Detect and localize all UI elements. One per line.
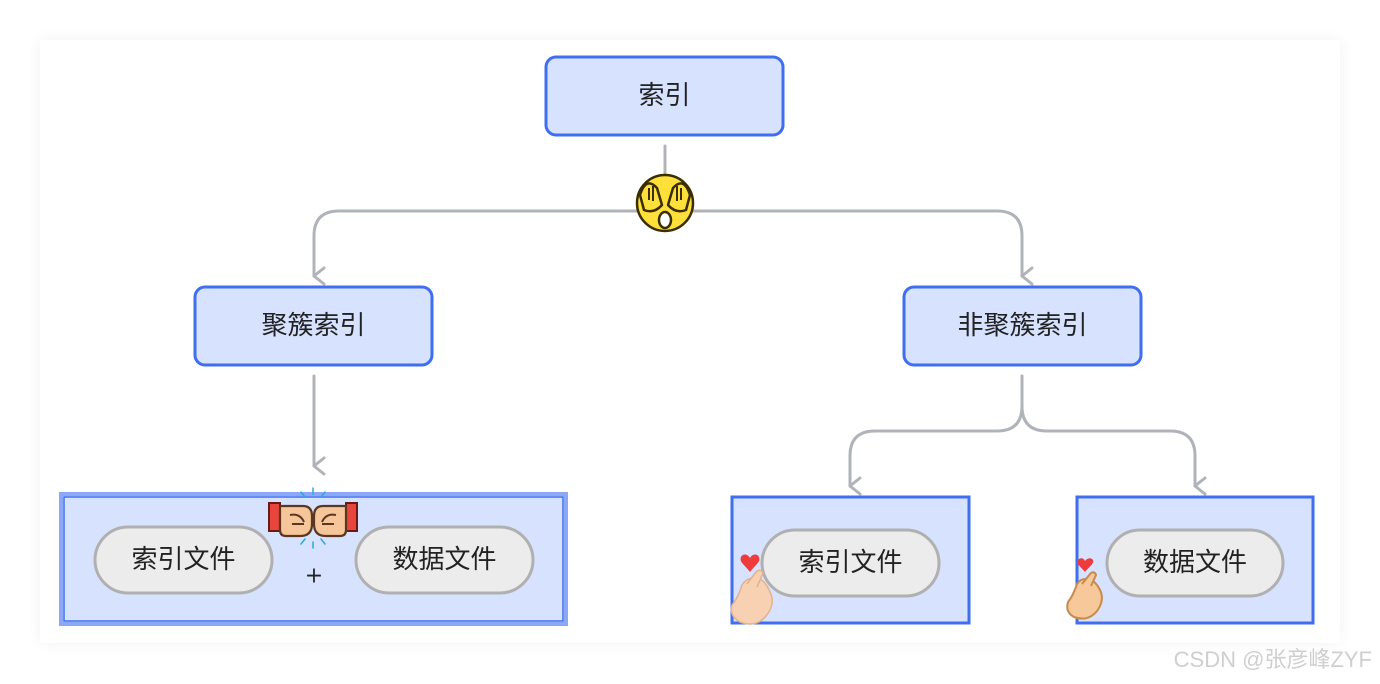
pill-clustered-data-file: 数据文件 [354, 525, 535, 595]
group-clustered-files: 索引文件 + 数据文件 [59, 492, 568, 626]
pill-nonclustered-index-file-label: 索引文件 [798, 548, 902, 578]
pill-nonclustered-index-file: 索引文件 [760, 528, 941, 598]
pill-clustered-index-file-label: 索引文件 [131, 545, 235, 575]
node-clustered: 聚簇索引 [193, 285, 434, 367]
face-with-hands-over-eyes-icon [635, 173, 695, 233]
pill-clustered-data-file-label: 数据文件 [392, 545, 496, 575]
node-root: 索引 [544, 55, 785, 137]
pill-nonclustered-data-file: 数据文件 [1105, 528, 1285, 598]
finger-heart-icon [1066, 558, 1103, 620]
finger-heart-icon [730, 554, 773, 625]
connector-root-to-nonclustered [663, 209, 1034, 286]
node-non-clustered: 非聚簇索引 [902, 285, 1143, 367]
box-nonclustered-index-file: 索引文件 [730, 495, 971, 625]
box-nonclustered-data-file: 数据文件 [1075, 495, 1315, 625]
pill-clustered-index-file: 索引文件 [93, 525, 274, 595]
pill-nonclustered-data-file-label: 数据文件 [1143, 548, 1247, 578]
fist-bump-icon [268, 487, 358, 549]
plus-sign: + [305, 564, 323, 589]
node-clustered-label: 聚簇索引 [261, 311, 365, 341]
node-root-label: 索引 [638, 81, 690, 111]
connector-root-to-clustered [312, 209, 667, 286]
watermark: CSDN @张彦峰ZYF [1173, 647, 1372, 672]
connector-nonclustered-stem [848, 374, 1024, 496]
node-non-clustered-label: 非聚簇索引 [957, 311, 1087, 341]
connector-nonclustered-right [1020, 404, 1207, 496]
